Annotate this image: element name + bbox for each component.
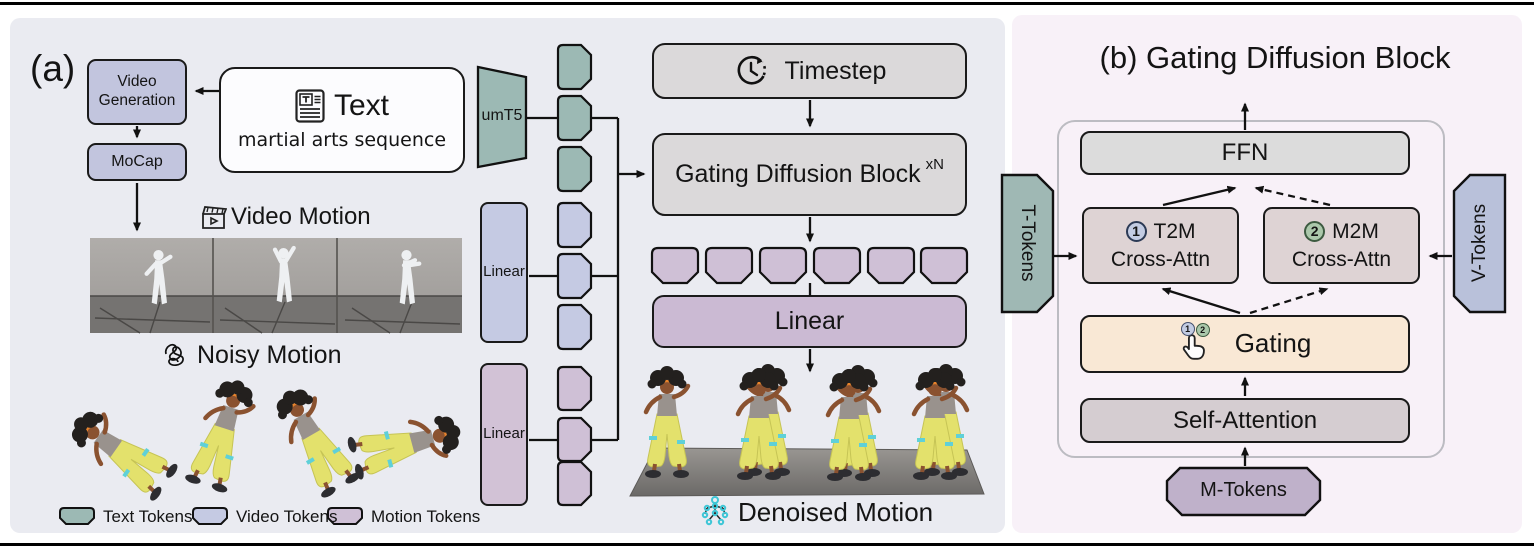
text-box-prompt: martial arts sequence — [237, 128, 447, 151]
ffn-box: FFN — [1080, 131, 1410, 175]
linear-video-box: Linear — [480, 202, 528, 343]
gating-option-2-badge: 2 — [1195, 323, 1210, 337]
skeleton-icon — [701, 496, 729, 526]
legend-label-motion-tokens: Motion Tokens — [371, 507, 481, 526]
video-motion-text: Video Motion — [231, 203, 371, 230]
gating-text: Gating — [1234, 328, 1312, 359]
m-tokens-label: M-Tokens — [1200, 479, 1287, 501]
mocap-box: MoCap — [87, 143, 187, 181]
m2m-cross-attn-box: 2 M2M Cross-Attn — [1263, 207, 1420, 284]
t2m-number-badge: 1 — [1125, 221, 1147, 243]
legend-label-video-tokens: Video Tokens — [236, 507, 338, 526]
gdb-repeat-superscript: xN — [925, 156, 944, 174]
gdb-text: Gating Diffusion Block — [675, 160, 921, 189]
denoised-motion-label: Denoised Motion — [700, 496, 933, 528]
v-tokens-label: V-Tokens — [1469, 203, 1490, 283]
panel-b-title: (b) Gating Diffusion Block — [1099, 40, 1451, 75]
timestep-text: Timestep — [784, 56, 887, 85]
t-tokens-label: T-Tokens — [1017, 204, 1038, 282]
scribble-icon — [164, 344, 184, 366]
gating-block-container — [1057, 120, 1445, 458]
clock-icon — [737, 55, 766, 85]
document-text-icon — [295, 89, 325, 124]
timestep-box: Timestep — [652, 43, 967, 99]
text-box-title: Text — [333, 89, 390, 123]
linear-motion-box: Linear — [480, 363, 528, 506]
video-motion-label: Video Motion — [200, 203, 371, 231]
clapperboard-icon — [202, 205, 227, 229]
hand-click-icon — [1182, 334, 1205, 360]
top-rule — [0, 2, 1534, 5]
noisy-motion-text: Noisy Motion — [197, 340, 342, 369]
text-box-header: Text — [295, 88, 389, 125]
text-input-box: Text martial arts sequence — [219, 67, 465, 173]
gating-selector-icon-cluster: 1 2 — [1179, 322, 1221, 366]
m2m-text: M2M — [1332, 219, 1379, 243]
legend-label-text-tokens: Text Tokens — [103, 507, 193, 526]
m2m-number-badge: 2 — [1304, 221, 1326, 243]
t2m-text: T2M — [1153, 219, 1196, 243]
m2m-cross-attn-text: Cross-Attn — [1291, 247, 1392, 271]
t2m-cross-attn-box: 1 T2M Cross-Attn — [1082, 207, 1239, 284]
gating-box: 1 2 Gating — [1080, 315, 1410, 373]
umt5-label: umT5 — [481, 107, 523, 124]
noisy-motion-label: Noisy Motion — [160, 340, 342, 370]
denoised-motion-text: Denoised Motion — [738, 496, 934, 527]
t2m-cross-attn-text: Cross-Attn — [1110, 247, 1211, 271]
bottom-rule — [0, 543, 1534, 546]
panel-a-label: (a) — [30, 48, 76, 89]
video-generation-box: Video Generation — [87, 59, 187, 125]
gating-option-1-badge: 1 — [1180, 322, 1195, 336]
linear-output-box: Linear — [652, 295, 967, 348]
self-attention-box: Self-Attention — [1080, 398, 1410, 443]
